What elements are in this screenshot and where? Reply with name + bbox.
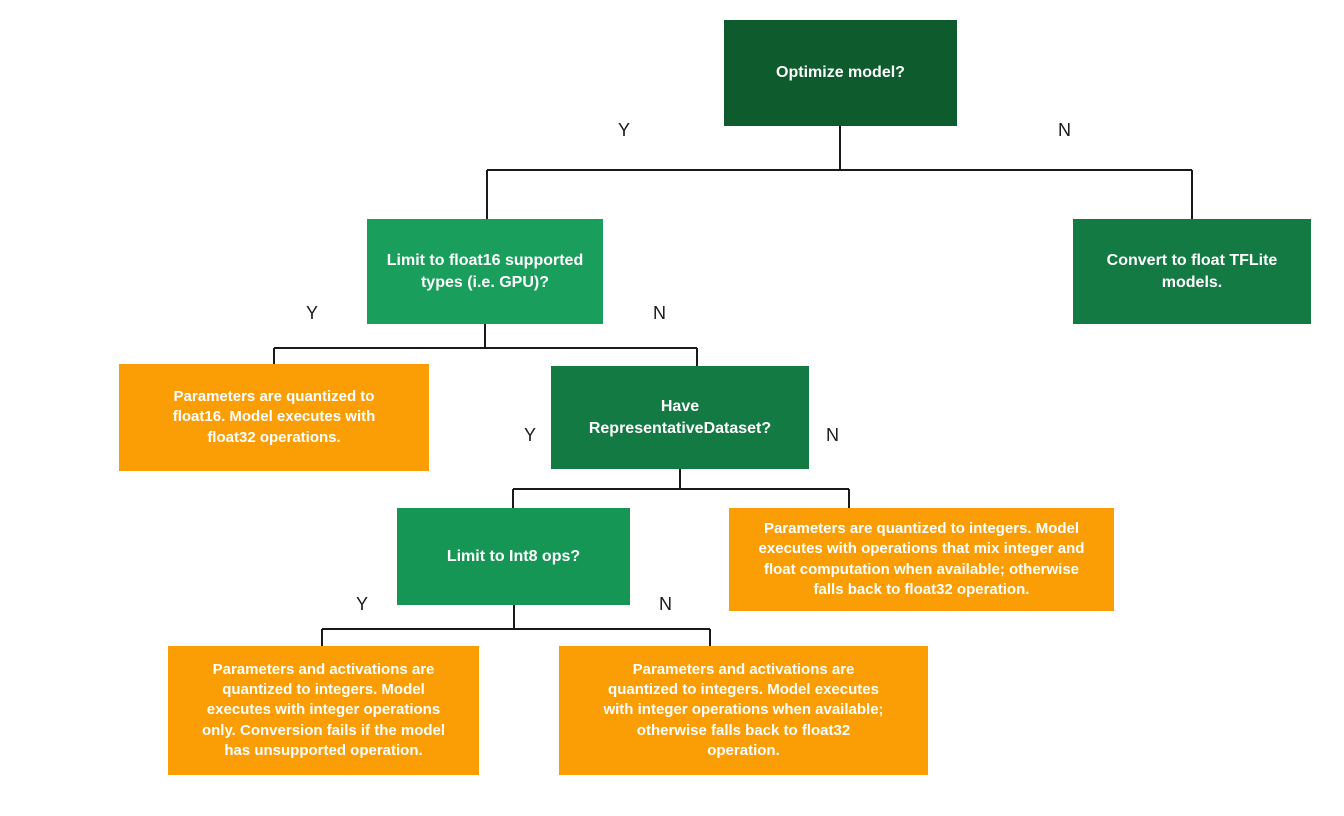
edge-label-float16-yes: Y xyxy=(306,303,319,323)
edge-label-repdataset-yes: Y xyxy=(524,425,537,445)
node-convert_float[interactable]: Convert to float TFLite models. xyxy=(1073,219,1311,324)
edge-label-repdataset-no: N xyxy=(826,425,839,445)
connector-float16-yes xyxy=(273,324,697,364)
edge-label-float16-no: N xyxy=(653,303,666,323)
edge-label-int8-yes: Y xyxy=(356,594,369,614)
node-int8_only_result[interactable]: Parameters and activations are quantized… xyxy=(168,646,479,775)
node-optimize[interactable]: Optimize model? xyxy=(724,20,957,126)
node-int8_fallback_result[interactable]: Parameters and activations are quantized… xyxy=(559,646,928,775)
connector-repdataset-yes xyxy=(512,469,849,508)
node-float16_result[interactable]: Parameters are quantized to float16. Mod… xyxy=(119,364,429,471)
node-float16[interactable]: Limit to float16 supported types (i.e. G… xyxy=(367,219,603,324)
edge-label-int8-no: N xyxy=(659,594,672,614)
node-int8_ops[interactable]: Limit to Int8 ops? xyxy=(397,508,630,605)
edge-label-optimize-yes: Y xyxy=(618,120,631,140)
connector-optimize-yes xyxy=(486,126,1192,219)
connector-int8-yes xyxy=(321,605,710,646)
node-repdataset[interactable]: Have RepresentativeDataset? xyxy=(551,366,809,469)
node-mixed_result[interactable]: Parameters are quantized to integers. Mo… xyxy=(729,508,1114,611)
edge-label-optimize-no: N xyxy=(1058,120,1071,140)
